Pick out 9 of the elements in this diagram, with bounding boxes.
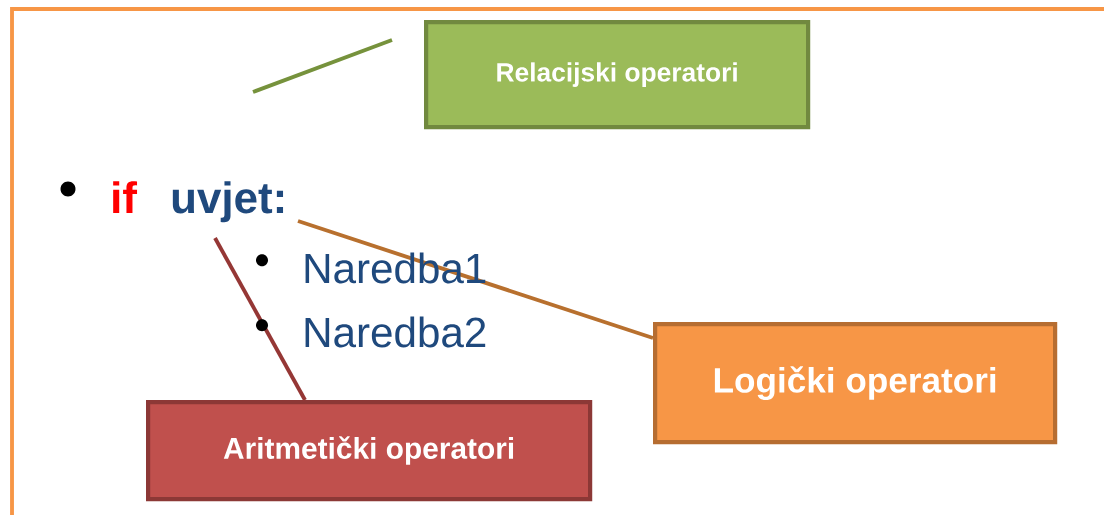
code-text: if [113,181,138,213]
code-text: Naredba2 [305,316,486,348]
callout-box: Relacijski operatori [424,20,811,130]
leader-line [252,38,393,94]
leader-line [213,237,307,401]
leader-line [297,219,654,340]
code-text: uvjet: [172,181,284,223]
callout-box: Logički operatori [653,322,1058,445]
callout-box: Aritmetički operatori [146,400,593,502]
